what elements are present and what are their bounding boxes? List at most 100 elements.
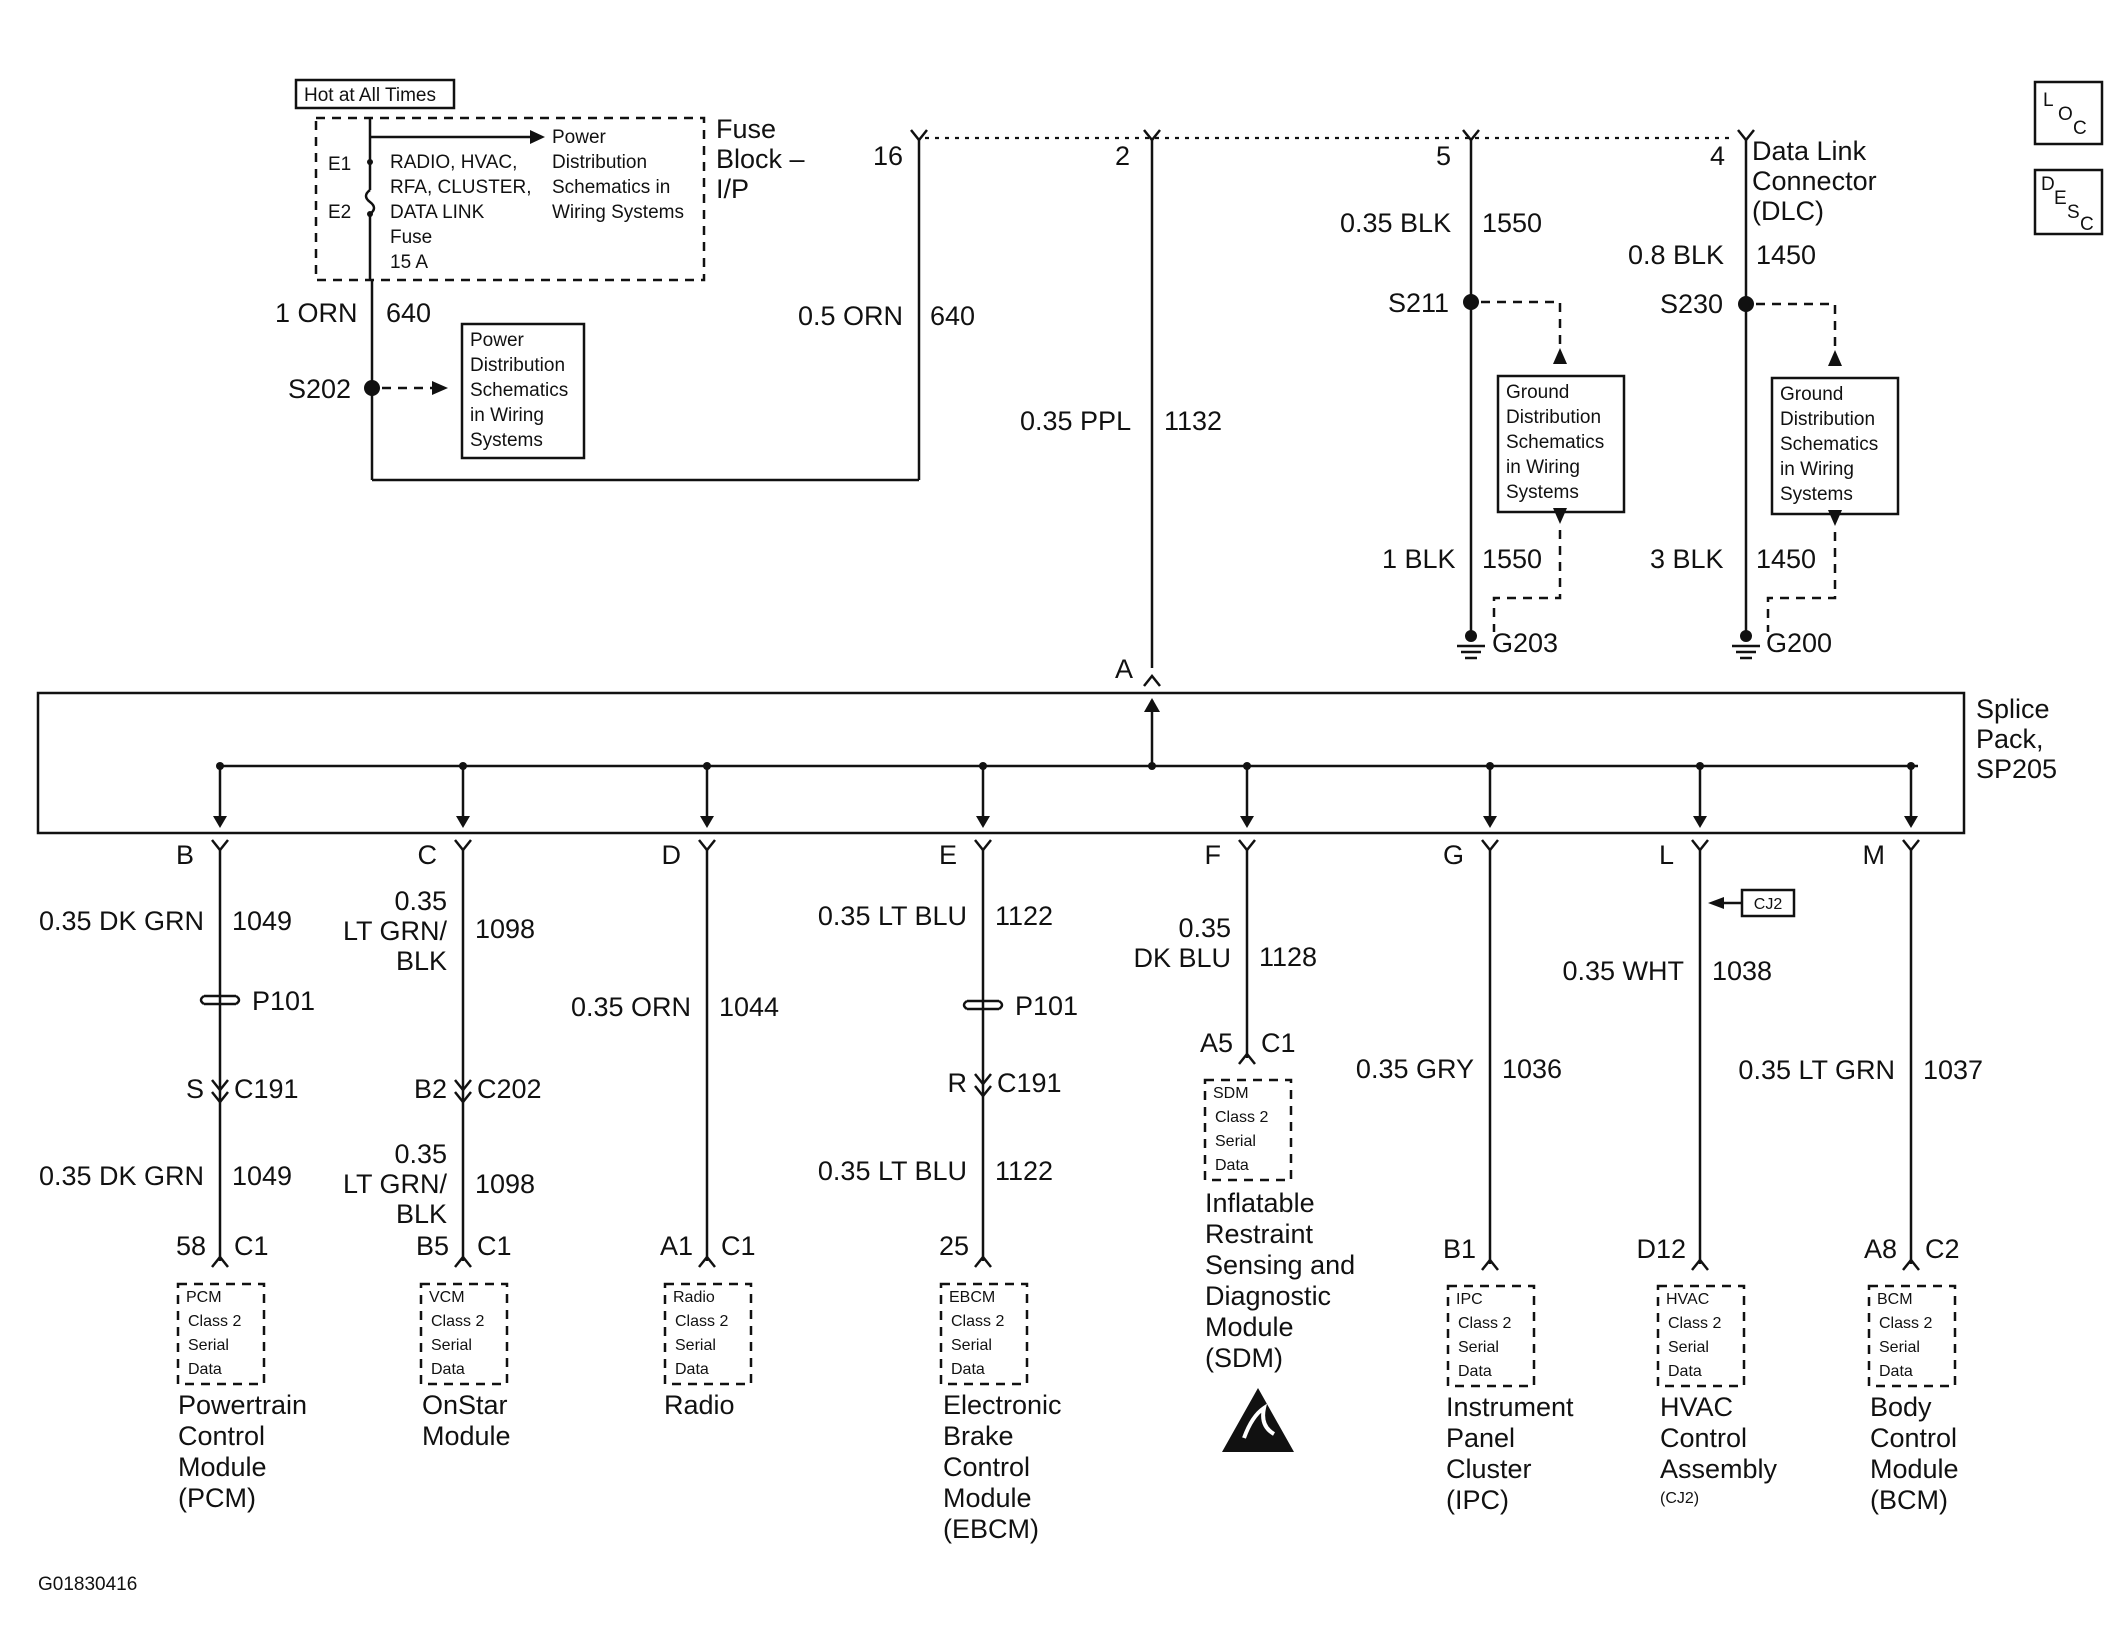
splice-s202-icon — [364, 380, 380, 396]
ground-distribution-ref-box-1 — [1496, 374, 1626, 514]
svg-text:Systems: Systems — [470, 430, 543, 451]
wire-gauge-label: 0.35 WHT — [1562, 956, 1684, 986]
module-name-label: Radio — [664, 1390, 735, 1420]
serial-data-label: Serial — [951, 1337, 992, 1354]
svg-text:DATA LINK: DATA LINK — [390, 202, 485, 223]
module-name-label: Inflatable — [1205, 1188, 1315, 1218]
module-name-label: Control — [178, 1421, 265, 1451]
wire-gauge-035-ppl: 0.35 PPL — [1020, 406, 1131, 436]
serial-data-label: Class 2 — [675, 1313, 728, 1330]
data-link-connector-section: Data Link Connector (DLC) 2 0.35 PPL 113… — [925, 129, 1900, 668]
svg-text:C: C — [2080, 214, 2094, 235]
module-box-name: BCM — [1877, 1291, 1913, 1308]
module-name-label: Restraint — [1205, 1219, 1314, 1249]
svg-text:Wiring Systems: Wiring Systems — [552, 202, 684, 223]
wire-gauge-label: 0.35 — [394, 886, 447, 916]
connector-pin-label: B2 — [414, 1074, 447, 1104]
wire-circuit-1132: 1132 — [1164, 406, 1222, 436]
module-name-label: HVAC — [1660, 1392, 1733, 1422]
module-name-label: (BCM) — [1870, 1485, 1948, 1515]
wire-circuit-label: 1098 — [475, 914, 535, 944]
serial-data-label: Class 2 — [951, 1313, 1004, 1330]
wire-circuit-label: 1049 — [232, 1161, 292, 1191]
splice-pack-outline — [36, 691, 1966, 835]
pin-4-label: 4 — [1710, 141, 1725, 171]
power-distribution-ref-box — [460, 322, 586, 460]
splice-s230-icon — [1738, 296, 1754, 312]
module-pin-icon — [454, 1254, 472, 1268]
wire-gauge-label: BLK — [396, 946, 447, 976]
svg-text:Distribution: Distribution — [1780, 409, 1875, 430]
wire-circuit-label: 1044 — [719, 992, 779, 1022]
svg-text:Fuse: Fuse — [716, 114, 776, 144]
svg-text:E: E — [2054, 188, 2067, 209]
module-name-label: Assembly — [1660, 1454, 1778, 1484]
hot-at-all-times-box — [294, 78, 456, 110]
svg-text:Ground: Ground — [1780, 384, 1843, 405]
serial-data-label: Class 2 — [1879, 1315, 1932, 1332]
splice-pin-label: G — [1443, 840, 1464, 870]
module-serial-data-box — [1656, 1284, 1746, 1388]
module-pin-label: A8 — [1864, 1234, 1897, 1264]
description-icon: D E S C — [2033, 168, 2104, 236]
svg-text:Power: Power — [470, 330, 525, 351]
serial-data-label: Serial — [431, 1337, 472, 1354]
wire-circuit-640-b: 640 — [930, 301, 975, 331]
pin-5-label: 5 — [1436, 141, 1451, 171]
ground-g200-icon — [1732, 630, 1760, 660]
airbag-warning-icon — [1222, 1388, 1294, 1452]
connector-pin-icon — [698, 839, 716, 853]
arrow-down-icon — [1828, 510, 1842, 526]
svg-text:RFA, CLUSTER,: RFA, CLUSTER, — [390, 177, 531, 198]
svg-text:Schematics in: Schematics in — [552, 177, 670, 198]
module-connector-label: C1 — [1261, 1028, 1296, 1058]
serial-data-label: Serial — [1668, 1339, 1709, 1356]
module-name-label: Control — [943, 1452, 1030, 1482]
splice-pin-label: L — [1659, 840, 1674, 870]
wire-gauge-label: 0.35 GRY — [1356, 1054, 1474, 1084]
wire-circuit-1550-b: 1550 — [1482, 544, 1542, 574]
connector-male-icon — [974, 1085, 992, 1099]
wire-gauge-label: DK BLU — [1133, 943, 1231, 973]
module-name-label: Cluster — [1446, 1454, 1532, 1484]
connector-pin-icon — [1691, 839, 1709, 853]
serial-data-label: Class 2 — [1215, 1109, 1268, 1126]
ground-ref-s230: Ground Distribution Schematics in Wiring… — [1780, 384, 1878, 505]
fuse-section: Hot at All Times E1 E2 RADIO, HVAC, RFA,… — [275, 78, 975, 482]
module-name-label: Body — [1870, 1392, 1932, 1422]
arrow-down-icon — [700, 816, 714, 828]
module-pin-icon — [1902, 1257, 1920, 1271]
arrow-up-icon — [1553, 348, 1567, 364]
serial-data-label: Data — [951, 1361, 985, 1378]
wire-gauge-label: 0.35 — [394, 1139, 447, 1169]
wire-circuit-1550-a: 1550 — [1482, 208, 1542, 238]
svg-text:Block –: Block – — [716, 144, 805, 174]
module-box-name: PCM — [186, 1289, 222, 1306]
arrow-down-icon — [976, 816, 990, 828]
wire-circuit-label: 1098 — [475, 1169, 535, 1199]
serial-data-label: Data — [1458, 1363, 1492, 1380]
arrow-up-icon — [1144, 698, 1160, 712]
splice-pack-pin-a-label: A — [1115, 654, 1133, 684]
module-name-label: (IPC) — [1446, 1485, 1509, 1515]
svg-text:Schematics: Schematics — [1780, 434, 1878, 455]
svg-text:RADIO, HVAC,: RADIO, HVAC, — [390, 152, 517, 173]
serial-data-label: Serial — [188, 1337, 229, 1354]
svg-text:Distribution: Distribution — [1506, 407, 1601, 428]
arrow-down-icon — [1904, 816, 1918, 828]
module-pin-icon — [698, 1254, 716, 1268]
splice-pack-sp205: A Splice Pack, SP205 — [36, 654, 2057, 835]
module-name-label: Brake — [943, 1421, 1014, 1451]
svg-text:Schematics: Schematics — [1506, 432, 1604, 453]
wire-gauge-label: 0.35 — [1178, 913, 1231, 943]
module-serial-data-box — [176, 1282, 266, 1386]
splice-pin-label: M — [1863, 840, 1886, 870]
splice-pack-label: Splice Pack, SP205 — [1976, 694, 2057, 784]
splice-pin-label: D — [662, 840, 682, 870]
connector-male-icon — [454, 1091, 472, 1105]
splice-pin-label: F — [1205, 840, 1222, 870]
fuse-block-outline — [314, 116, 706, 282]
serial-data-label: Data — [188, 1361, 222, 1378]
